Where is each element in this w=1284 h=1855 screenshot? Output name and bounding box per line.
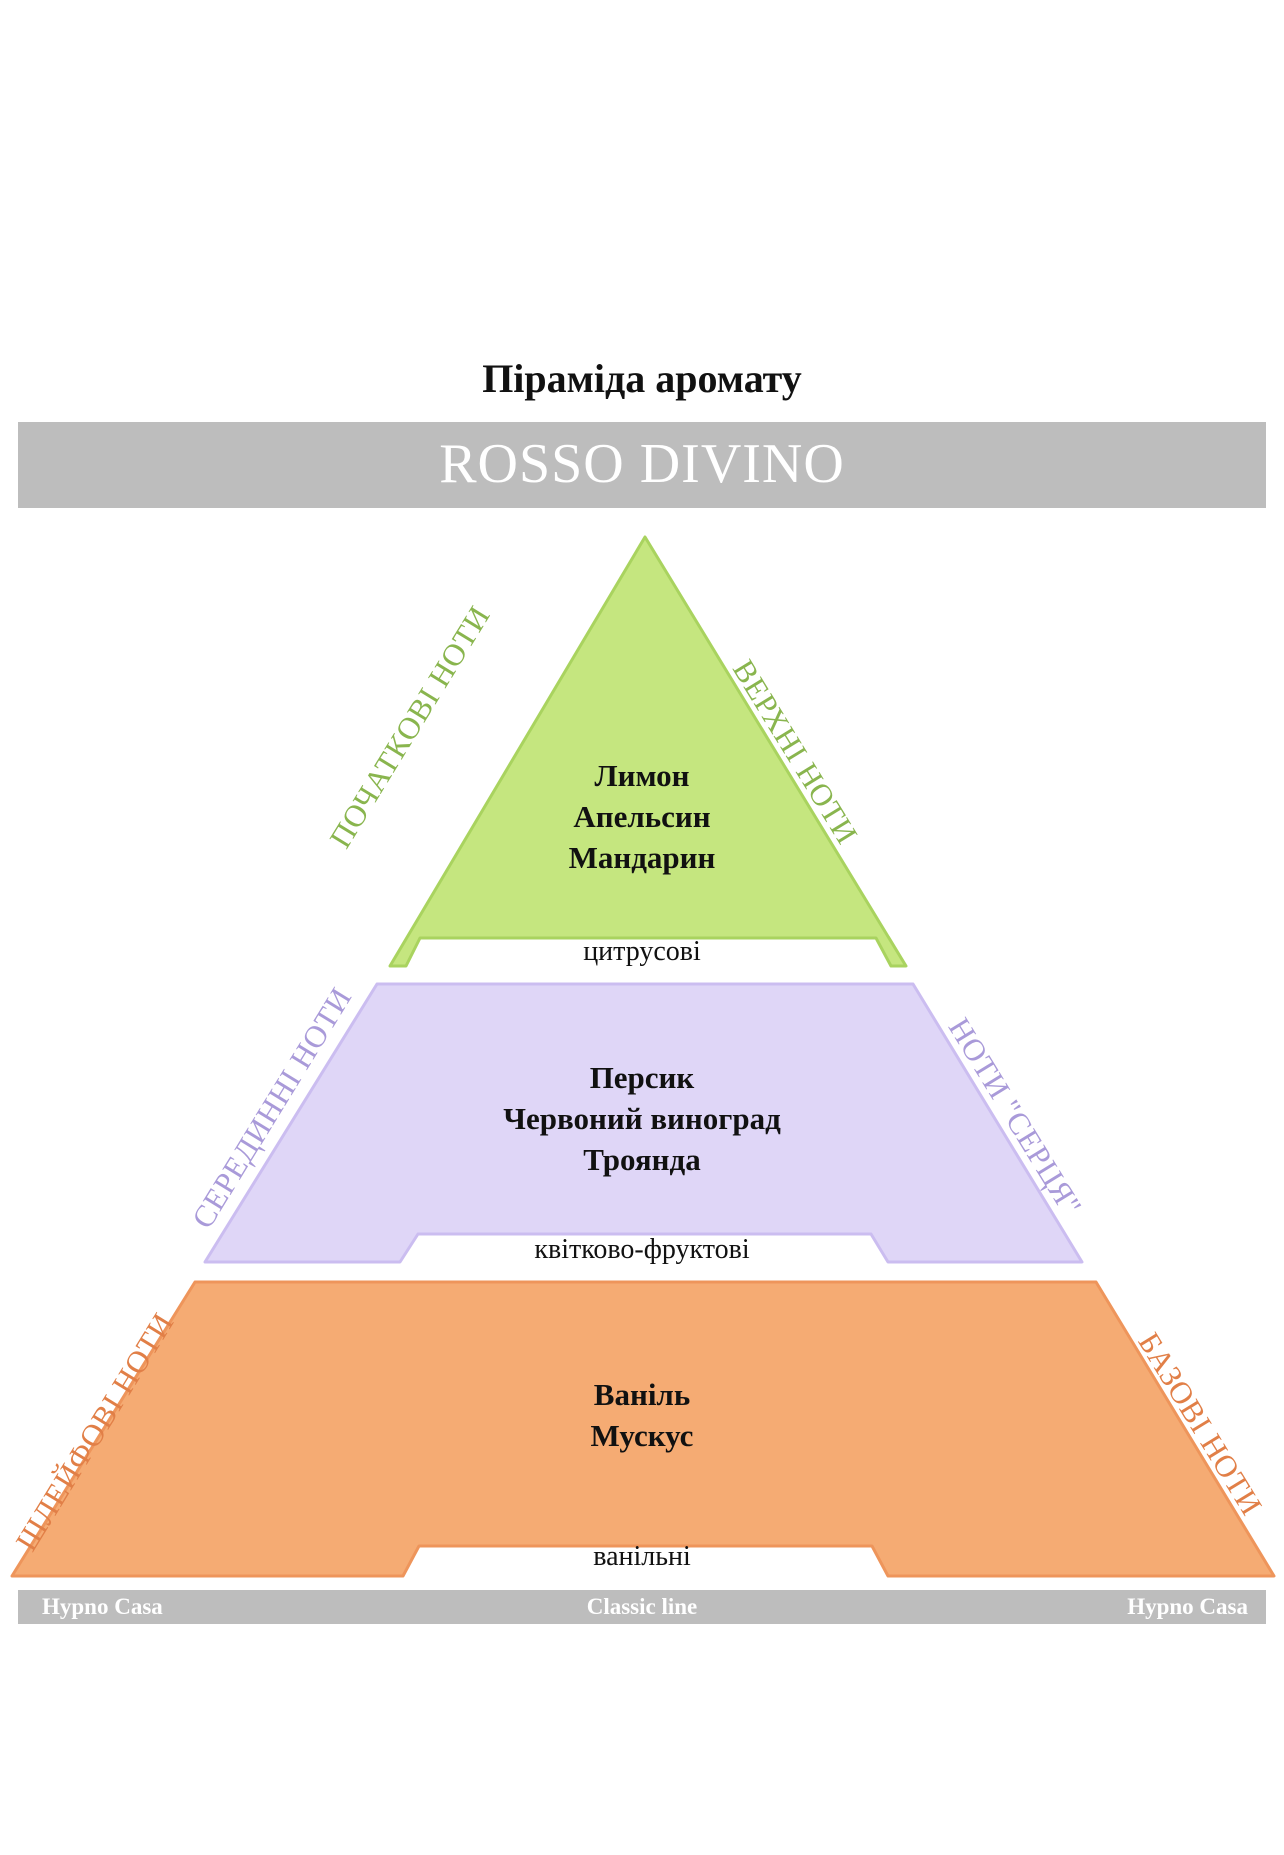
base-notes-tier (10, 1280, 1276, 1578)
note-item: Ваніль (593, 1377, 691, 1412)
footer-bar: Hypno Casa Classic line Hypno Casa (18, 1590, 1266, 1624)
note-item: Червоний виноград (503, 1101, 781, 1136)
top-notes-tier (388, 535, 908, 968)
note-item: Мускус (590, 1418, 694, 1453)
note-item: Троянда (583, 1142, 701, 1177)
base-notes-family: ванільні (593, 1541, 691, 1572)
base-notes-list: Ваніль Мускус (0, 1374, 1284, 1456)
note-item: Мандарин (568, 840, 716, 875)
note-item: Лимон (594, 758, 690, 793)
top-notes-family: цитрусові (583, 936, 701, 967)
footer-brand-left: Hypno Casa (42, 1594, 163, 1619)
top-notes-list: Лимон Апельсин Мандарин (0, 755, 1284, 878)
note-item: Апельсин (573, 799, 711, 834)
heart-notes-tier (203, 982, 1084, 1264)
footer-brand-right: Hypno Casa (1127, 1594, 1248, 1619)
heart-notes-family: квітково-фруктові (534, 1234, 750, 1265)
note-item: Персик (589, 1060, 695, 1095)
product-banner: ROSSO DIVINO (18, 422, 1266, 508)
heart-notes-list: Персик Червоний виноград Троянда (0, 1057, 1284, 1180)
footer-line-name: Classic line (586, 1594, 698, 1619)
page-title: Піраміда аромату (482, 356, 802, 401)
product-name: ROSSO DIVINO (439, 433, 845, 495)
